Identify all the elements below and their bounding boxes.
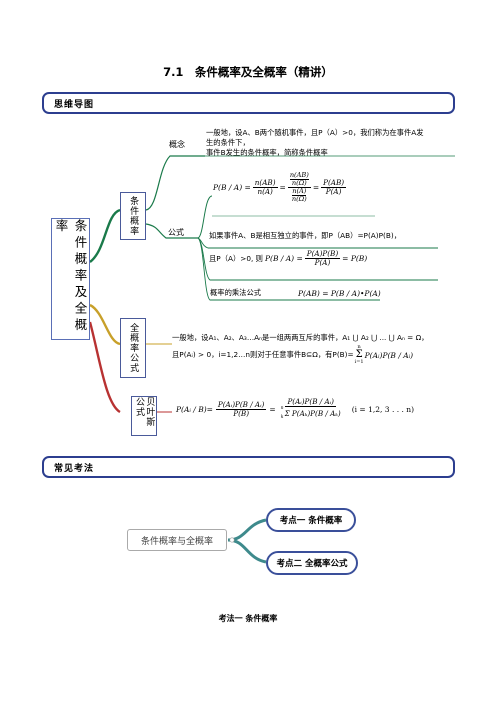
concept-line-3: 事件B发生的条件概率，简称条件概率 bbox=[206, 148, 328, 157]
exam-item-1: 考点一 条件概率 bbox=[266, 508, 356, 532]
fraction-pab-pa: P(AB) P(A) bbox=[321, 178, 347, 196]
concept-line-1: 一般地，设A、B两个随机事件，且P（A）>0，我们称为在事件A发 bbox=[206, 128, 424, 137]
branch-conditional-probability: 条件概率 bbox=[120, 192, 146, 240]
total-line-1: 一般地，设A₁、A₂、A₃…Aₙ是一组两两互斥的事件，A₁ ⋃ A₂ ⋃ ...… bbox=[172, 333, 429, 342]
page-title: 7.1 条件概率及全概率（精讲） bbox=[163, 65, 333, 79]
subheading: 考法一 条件概率 bbox=[218, 614, 278, 623]
section-title: 常见考法 bbox=[54, 464, 95, 474]
section-header-mindmap: 思维导图 bbox=[42, 92, 455, 114]
section-title: 思维导图 bbox=[54, 100, 95, 110]
bayes-formula: P(Aᵢ / B)= P(Aᵢ)P(B / Aᵢ) P(B) = P(Aᵢ)P(… bbox=[176, 397, 415, 420]
connector-cond bbox=[89, 208, 121, 263]
branch-total-probability: 全概率公式 bbox=[120, 318, 146, 378]
concept-label: 概念 bbox=[169, 140, 185, 149]
branch-label: 条件概率 bbox=[128, 196, 139, 236]
sum-symbol: n Σ i=1 bbox=[354, 344, 364, 365]
exam-map-connectors bbox=[227, 518, 267, 564]
branch-bayes: 贝叶斯公式 bbox=[131, 396, 157, 436]
exam-item-2: 考点二 全概率公式 bbox=[266, 551, 358, 575]
connector-bayes bbox=[88, 321, 121, 414]
mindmap-root: 条件概率及全概率 bbox=[51, 218, 90, 340]
section-header-exam: 常见考法 bbox=[42, 456, 455, 478]
conditional-formula: P(B / A) = n(AB) n(A) = n(AB) n(Ω) n(A) … bbox=[213, 171, 347, 203]
formula-label: 公式 bbox=[168, 228, 184, 237]
multiplication-formula: P(AB) = P(B / A)•P(A) bbox=[298, 289, 381, 298]
connector-total bbox=[89, 303, 121, 346]
fraction-nab-na: n(AB) n(A) bbox=[252, 178, 278, 196]
independence-formula: 且P（A）>0, 则 P(B / A) = P(A)P(B) P(A) = P(… bbox=[209, 249, 368, 267]
concept-line-2: 生的条件下， bbox=[206, 138, 250, 147]
total-formula: 且P(Aᵢ) > 0，i=1,2…n则对于任意事件B⊆Ω，有P(B)= n Σ … bbox=[172, 344, 414, 365]
multiplication-label: 概率的乘法公式 bbox=[210, 288, 262, 297]
formula-lhs: P(B / A) = bbox=[213, 182, 251, 192]
root-label: 条件概率及全概率 bbox=[53, 219, 88, 335]
exam-center-node: 条件概率与全概率 bbox=[127, 529, 227, 551]
branch-label: 贝叶斯公式 bbox=[134, 397, 155, 427]
mindmap-connectors bbox=[88, 155, 455, 414]
compound-fraction: n(AB) n(Ω) n(A) n(Ω) bbox=[287, 171, 311, 203]
independence-line: 如果事件A、B是相互独立的事件，即P（AB）=P(A)P(B)， bbox=[209, 231, 402, 240]
branch-label: 全概率公式 bbox=[128, 323, 139, 373]
